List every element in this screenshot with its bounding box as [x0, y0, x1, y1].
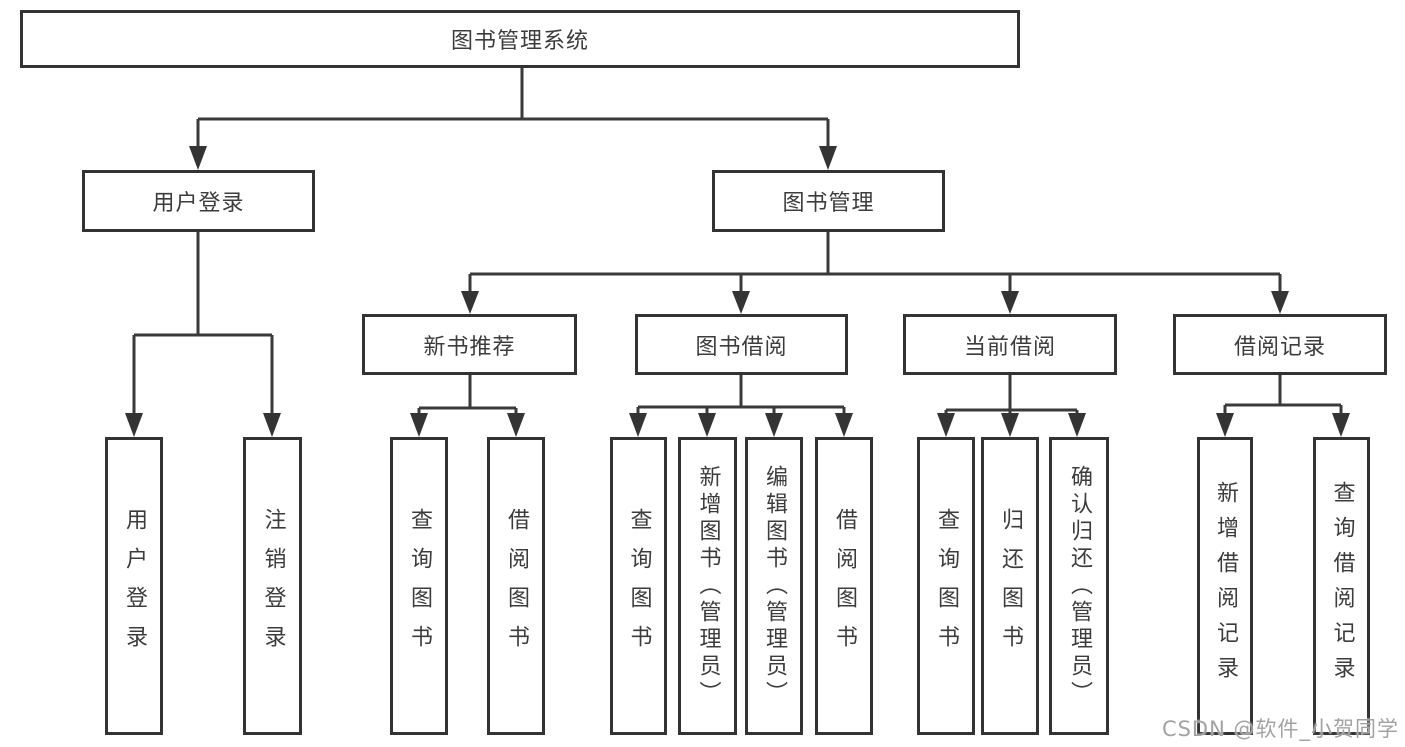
- node-current-borrowing-label: 当前借阅: [963, 334, 1056, 360]
- leaf-br-add-record-label: 新增借阅记录: [1213, 481, 1238, 691]
- leaf-nbr-borrow-books-label: 借阅图书: [504, 508, 529, 664]
- leaf-bb-edit-book-admin: 编辑图书（管理员）: [745, 437, 803, 735]
- leaf-bb-add-book-admin: 新增图书（管理员）: [678, 437, 737, 735]
- node-book-management-label: 图书管理: [782, 191, 875, 216]
- leaf-cb-confirm-return-admin-label: 确认归还（管理员）: [1067, 464, 1092, 708]
- leaf-bb-borrow-books: 借阅图书: [815, 437, 873, 735]
- leaf-br-query-record-label: 查询借阅记录: [1329, 481, 1355, 691]
- node-root-label: 图书管理系统: [450, 29, 589, 54]
- node-current-borrowing: 当前借阅: [903, 314, 1117, 375]
- leaf-bb-query-books: 查询图书: [610, 437, 667, 735]
- leaf-cb-query-books-label: 查询图书: [934, 508, 959, 664]
- leaf-bb-edit-book-admin-label: 编辑图书（管理员）: [762, 464, 787, 708]
- node-book-management: 图书管理: [712, 170, 945, 232]
- node-root: 图书管理系统: [20, 10, 1020, 68]
- leaf-user-login: 用户登录: [105, 437, 163, 735]
- connector-root: [189, 68, 837, 170]
- node-new-book-recommend-label: 新书推荐: [423, 334, 516, 360]
- connector-new-book-recommend: [410, 375, 525, 437]
- leaf-nbr-query-books-label: 查询图书: [407, 508, 432, 664]
- connector-user-login: [125, 232, 281, 437]
- csdn-watermark: CSDN @软件_小贺同学: [1161, 717, 1399, 741]
- connector-book-borrowing: [629, 375, 853, 437]
- leaf-bb-query-books-label: 查询图书: [626, 508, 652, 664]
- leaf-logout-label: 注销登录: [260, 508, 286, 664]
- leaf-nbr-query-books: 查询图书: [390, 437, 448, 735]
- node-new-book-recommend: 新书推荐: [362, 314, 577, 375]
- leaf-bb-borrow-books-label: 借阅图书: [832, 508, 857, 664]
- leaf-br-add-record: 新增借阅记录: [1197, 437, 1253, 735]
- connector-current-borrowing: [937, 375, 1086, 437]
- leaf-cb-return-books-label: 归还图书: [998, 508, 1023, 664]
- node-book-borrowing: 图书借阅: [635, 314, 848, 375]
- leaf-cb-confirm-return-admin: 确认归还（管理员）: [1049, 437, 1109, 735]
- node-borrowing-records: 借阅记录: [1173, 314, 1387, 375]
- connector-borrowing-records: [1216, 375, 1350, 437]
- node-user-login: 用户登录: [82, 170, 315, 232]
- leaf-br-query-record: 查询借阅记录: [1313, 437, 1370, 735]
- leaf-cb-return-books: 归还图书: [981, 437, 1039, 735]
- node-book-borrowing-label: 图书借阅: [695, 334, 788, 360]
- leaf-nbr-borrow-books: 借阅图书: [487, 437, 545, 735]
- leaf-cb-query-books: 查询图书: [917, 437, 975, 735]
- leaf-bb-add-book-admin-label: 新增图书（管理员）: [695, 464, 721, 708]
- node-borrowing-records-label: 借阅记录: [1233, 334, 1326, 360]
- node-user-login-label: 用户登录: [152, 191, 245, 216]
- connector-book-management: [461, 232, 1289, 314]
- leaf-logout: 注销登录: [243, 437, 302, 735]
- leaf-user-login-label: 用户登录: [122, 508, 147, 664]
